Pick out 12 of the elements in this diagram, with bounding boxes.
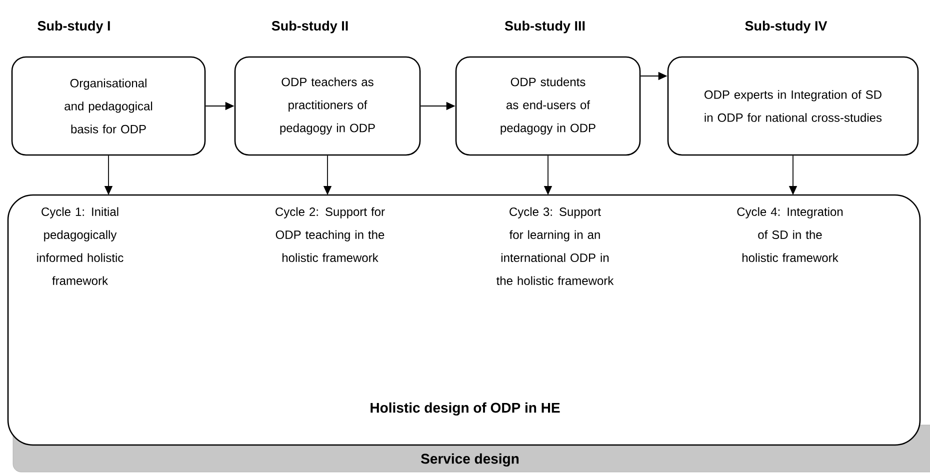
- process-box: Organisational and pedagogical basis for ODP: [11, 56, 206, 156]
- cycle-text: Cycle 1: Initial pedagogically informed holistic framework: [37, 207, 124, 285]
- process-box: ODP experts in Integration of SD in ODP for national cross-studies: [667, 56, 919, 156]
- heading: Sub-study I: [38, 20, 110, 34]
- cycle-text: Cycle 4: Integration of SD in the holistic framework: [737, 207, 843, 262]
- cycle-text: Cycle 3: Support for learning in an international ODP in the holistic framework: [496, 207, 614, 285]
- heading: Sub-study III: [504, 20, 585, 34]
- cycle-text: Cycle 2: Support for ODP teaching in the holistic framework: [276, 207, 385, 262]
- process-box: ODP teachers as practitioners of pedagogy in ODP: [234, 56, 421, 156]
- heading: Sub-study IV: [745, 20, 828, 34]
- process-box: ODP students as end-users of pedagogy in ODP: [455, 56, 641, 156]
- heading: Sub-study II: [272, 20, 348, 34]
